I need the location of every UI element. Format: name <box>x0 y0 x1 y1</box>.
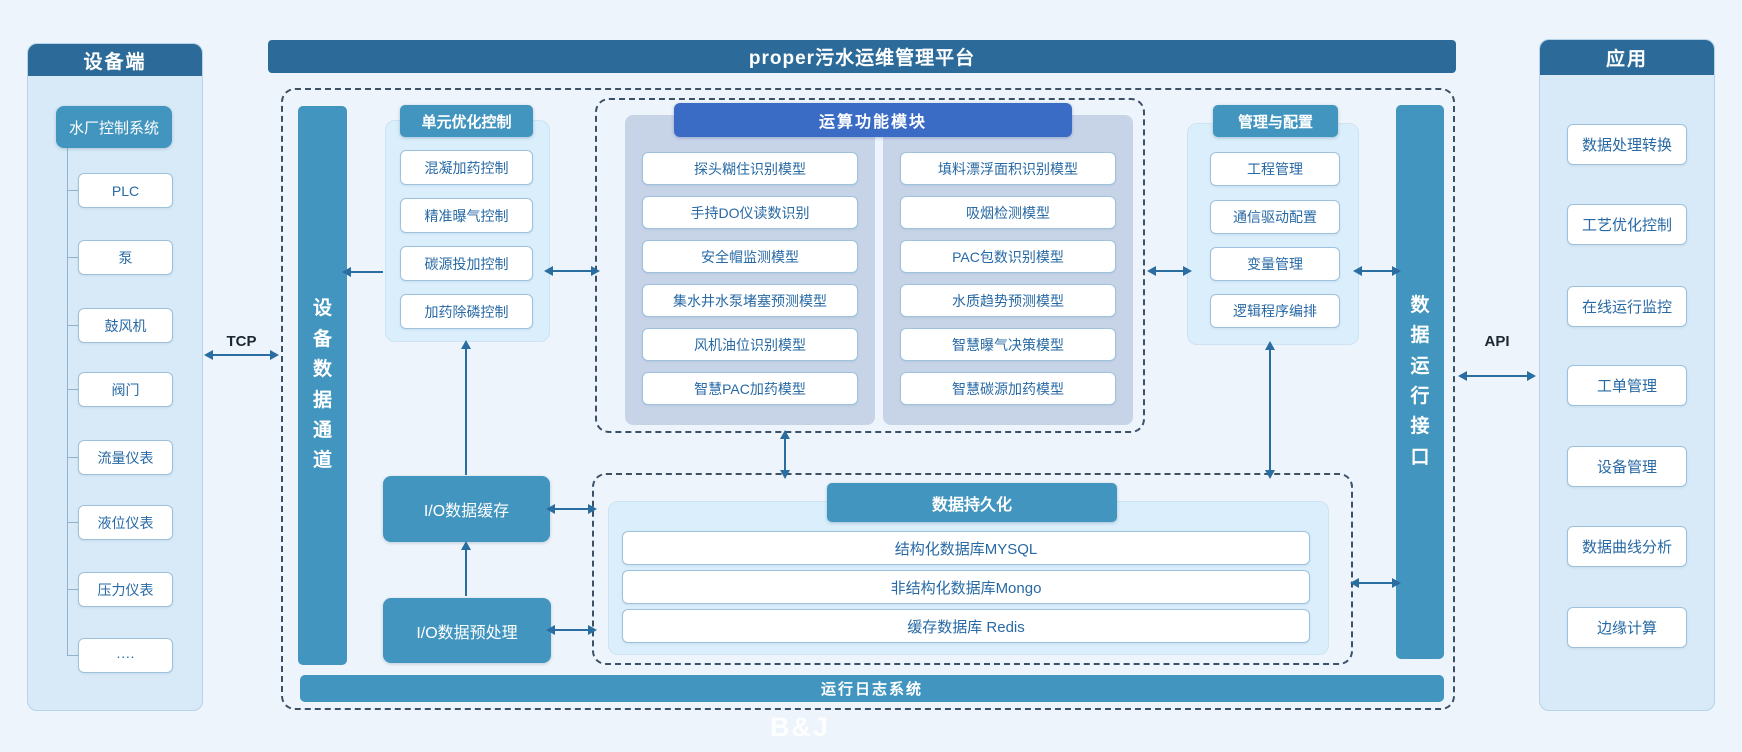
manage-config-item: 通信驱动配置 <box>1210 200 1340 234</box>
device-tree-stub <box>67 190 78 191</box>
compute-model: 智慧PAC加药模型 <box>642 372 858 405</box>
data-run-interface-bar: 数据运行接口 <box>1396 105 1444 659</box>
compute-model: 智慧碳源加药模型 <box>900 372 1116 405</box>
io-data-cache-block: I/O数据缓存 <box>383 476 550 542</box>
unit-optimize-item: 加药除磷控制 <box>400 294 533 329</box>
compute-model: 探头糊住识别模型 <box>642 152 858 185</box>
tcp-arrow <box>204 350 279 360</box>
unit-optimize-item: 碳源投加控制 <box>400 246 533 281</box>
database-row-mongo: 非结构化数据库Mongo <box>622 570 1310 604</box>
manage-config-item: 工程管理 <box>1210 152 1340 186</box>
log-system-bar: 运行日志系统 <box>300 675 1444 702</box>
plant-control-system-node: 水厂控制系统 <box>56 106 172 148</box>
device-tree-line <box>67 148 68 656</box>
device-side-panel-title: 设备端 <box>28 44 202 76</box>
api-label: API <box>1484 333 1510 350</box>
app-item-curve-analysis: 数据曲线分析 <box>1567 526 1687 567</box>
device-node-pump: 泵 <box>78 240 173 275</box>
arrow-cache-persistence <box>546 504 597 514</box>
device-node-pressure-meter: 压力仪表 <box>78 572 173 607</box>
arrow-cache-to-unit <box>461 340 471 475</box>
api-arrow <box>1458 371 1536 381</box>
watermark: B&J <box>770 712 831 742</box>
arrow-preprocess-to-cache <box>461 541 471 596</box>
application-panel-title: 应用 <box>1540 40 1714 75</box>
io-data-preprocess-block: I/O数据预处理 <box>383 598 551 663</box>
app-item-edge-computing: 边缘计算 <box>1567 607 1687 648</box>
arrow-compute-manage <box>1147 266 1192 276</box>
app-item-work-order: 工单管理 <box>1567 365 1687 406</box>
app-item-device-manage: 设备管理 <box>1567 446 1687 487</box>
arrow-unit-to-channel <box>342 267 383 277</box>
database-row-redis: 缓存数据库 Redis <box>622 609 1310 643</box>
compute-model: 智慧曝气决策模型 <box>900 328 1116 361</box>
app-item-process-optimize: 工艺优化控制 <box>1567 204 1687 245</box>
manage-config-item: 逻辑程序编排 <box>1210 294 1340 328</box>
device-tree-stub <box>67 325 78 326</box>
compute-model: 安全帽监测模型 <box>642 240 858 273</box>
compute-model: 水质趋势预测模型 <box>900 284 1116 317</box>
unit-optimize-item: 精准曝气控制 <box>400 198 533 233</box>
compute-model: 手持DO仪读数识别 <box>642 196 858 229</box>
data-run-interface-label: 数据运行接口 <box>1410 294 1430 468</box>
arrow-manage-persistence <box>1265 341 1275 479</box>
persistence-container <box>592 473 1353 665</box>
device-tree-stub <box>67 655 78 656</box>
arrow-preprocess-persistence <box>546 625 597 635</box>
device-node-level-meter: 液位仪表 <box>78 505 173 540</box>
device-tree-stub <box>67 589 78 590</box>
compute-model: 集水井水泵堵塞预测模型 <box>642 284 858 317</box>
compute-module-title: 运算功能模块 <box>674 103 1072 137</box>
platform-title-bar: proper污水运维管理平台 <box>268 40 1456 73</box>
compute-model: 风机油位识别模型 <box>642 328 858 361</box>
unit-optimize-item: 混凝加药控制 <box>400 150 533 185</box>
manage-config-item: 变量管理 <box>1210 247 1340 281</box>
device-node-plc: PLC <box>78 173 173 208</box>
device-data-channel-label: 设备数据通道 <box>313 298 333 472</box>
compute-model: 吸烟检测模型 <box>900 196 1116 229</box>
tcp-label: TCP <box>226 333 257 350</box>
device-node-valve: 阀门 <box>78 372 173 407</box>
arrow-persistence-interface <box>1350 578 1401 588</box>
compute-model: PAC包数识别模型 <box>900 240 1116 273</box>
arrow-compute-persistence <box>780 430 790 479</box>
app-item-online-monitor: 在线运行监控 <box>1567 286 1687 327</box>
device-tree-stub <box>67 389 78 390</box>
database-row-mysql: 结构化数据库MYSQL <box>622 531 1310 565</box>
app-item-data-transform: 数据处理转换 <box>1567 124 1687 165</box>
device-data-channel-bar: 设备数据通道 <box>298 106 347 665</box>
platform-dashed-container <box>281 88 1455 710</box>
device-tree-stub <box>67 457 78 458</box>
manage-config-title: 管理与配置 <box>1213 105 1338 137</box>
device-tree-stub <box>67 522 78 523</box>
arrow-unit-compute <box>544 266 600 276</box>
compute-module-container <box>595 98 1145 433</box>
unit-optimize-title: 单元优化控制 <box>400 105 533 137</box>
compute-model: 填料漂浮面积识别模型 <box>900 152 1116 185</box>
persistence-title: 数据持久化 <box>827 483 1117 522</box>
device-tree-stub <box>67 257 78 258</box>
device-node-blower: 鼓风机 <box>78 308 173 343</box>
device-node-flow-meter: 流量仪表 <box>78 440 173 475</box>
device-node-more: ···· <box>78 638 173 673</box>
arrow-manage-interface <box>1353 266 1401 276</box>
